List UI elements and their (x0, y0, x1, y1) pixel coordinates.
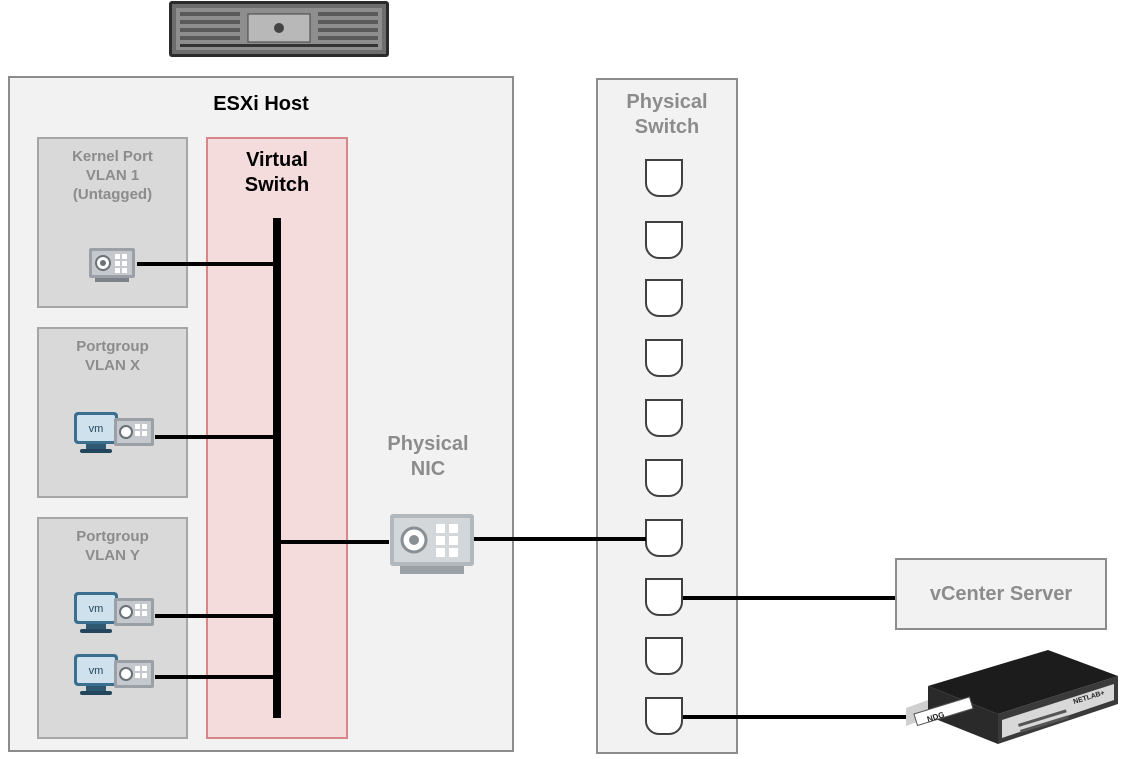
portgroup-x-label: Portgroup VLAN X (37, 338, 188, 376)
esxi-host-title: ESXi Host (213, 93, 309, 115)
physical-switch-title: Physical Switch (596, 90, 738, 140)
vlan-y-vm1-link (155, 614, 277, 618)
rack-server-icon (168, 0, 390, 58)
portgroup-vlan-y (37, 517, 188, 739)
vcenter-server-box (895, 558, 1107, 630)
virtual-switch-bus (273, 218, 281, 718)
vlan-y-vm2-link (155, 675, 277, 679)
kernel-port-line1: Kernel Port (72, 148, 153, 165)
network-card-icon (87, 244, 137, 284)
physical-nic-line2: NIC (410, 458, 446, 480)
virtual-machine-monitor-icon: vm (72, 590, 156, 636)
kernel-port-line3: (Untagged) (72, 185, 153, 203)
pnic-to-switch-link (474, 537, 646, 541)
switch-port-9 (645, 637, 683, 675)
virtual-switch-line1: Virtual (246, 149, 308, 171)
portgroup-x-line2: VLAN X (84, 356, 140, 374)
physical-switch-line1: Physical (626, 91, 708, 113)
switch-port-1 (645, 159, 683, 197)
svg-text:vm: vm (89, 423, 104, 435)
virtual-switch-title: Virtual Switch (206, 148, 348, 198)
switch-port-3 (645, 279, 683, 317)
switch-to-appliance-link (683, 715, 923, 719)
switch-port-8 (645, 578, 683, 616)
kernel-link (137, 262, 277, 266)
portgroup-vlan-x (37, 327, 188, 498)
kernel-port-line2: VLAN 1 (85, 166, 140, 184)
portgroup-y-line1: Portgroup (76, 528, 149, 545)
switch-port-4 (645, 339, 683, 377)
switch-port-10 (645, 697, 683, 735)
switch-port-6 (645, 459, 683, 497)
vswitch-to-pnic-link (277, 540, 389, 544)
portgroup-y-label: Portgroup VLAN Y (37, 528, 188, 566)
portgroup-y-line2: VLAN Y (85, 546, 140, 564)
switch-to-vcenter-link (683, 596, 896, 600)
virtual-machine-monitor-icon: vm (72, 410, 156, 456)
switch-port-2 (645, 221, 683, 259)
netlab-appliance-icon: NDG NETLAB+ (898, 648, 1120, 756)
virtual-machine-monitor-icon: vm (72, 652, 156, 698)
svg-text:vm: vm (89, 665, 104, 677)
portgroup-x-line1: Portgroup (76, 338, 149, 355)
physical-nic-label: Physical NIC (372, 432, 484, 482)
physical-nic-line1: Physical (387, 433, 469, 455)
vcenter-server-label: vCenter Server (929, 583, 1073, 605)
physical-nic-icon (388, 508, 476, 578)
physical-switch-line2: Switch (634, 116, 700, 138)
kernel-port-label: Kernel Port VLAN 1 (Untagged) (37, 148, 188, 204)
virtual-switch-line2: Switch (244, 174, 310, 196)
vlan-x-vm-link (155, 435, 277, 439)
svg-text:vm: vm (89, 603, 104, 615)
switch-port-7 (645, 519, 683, 557)
switch-port-5 (645, 399, 683, 437)
